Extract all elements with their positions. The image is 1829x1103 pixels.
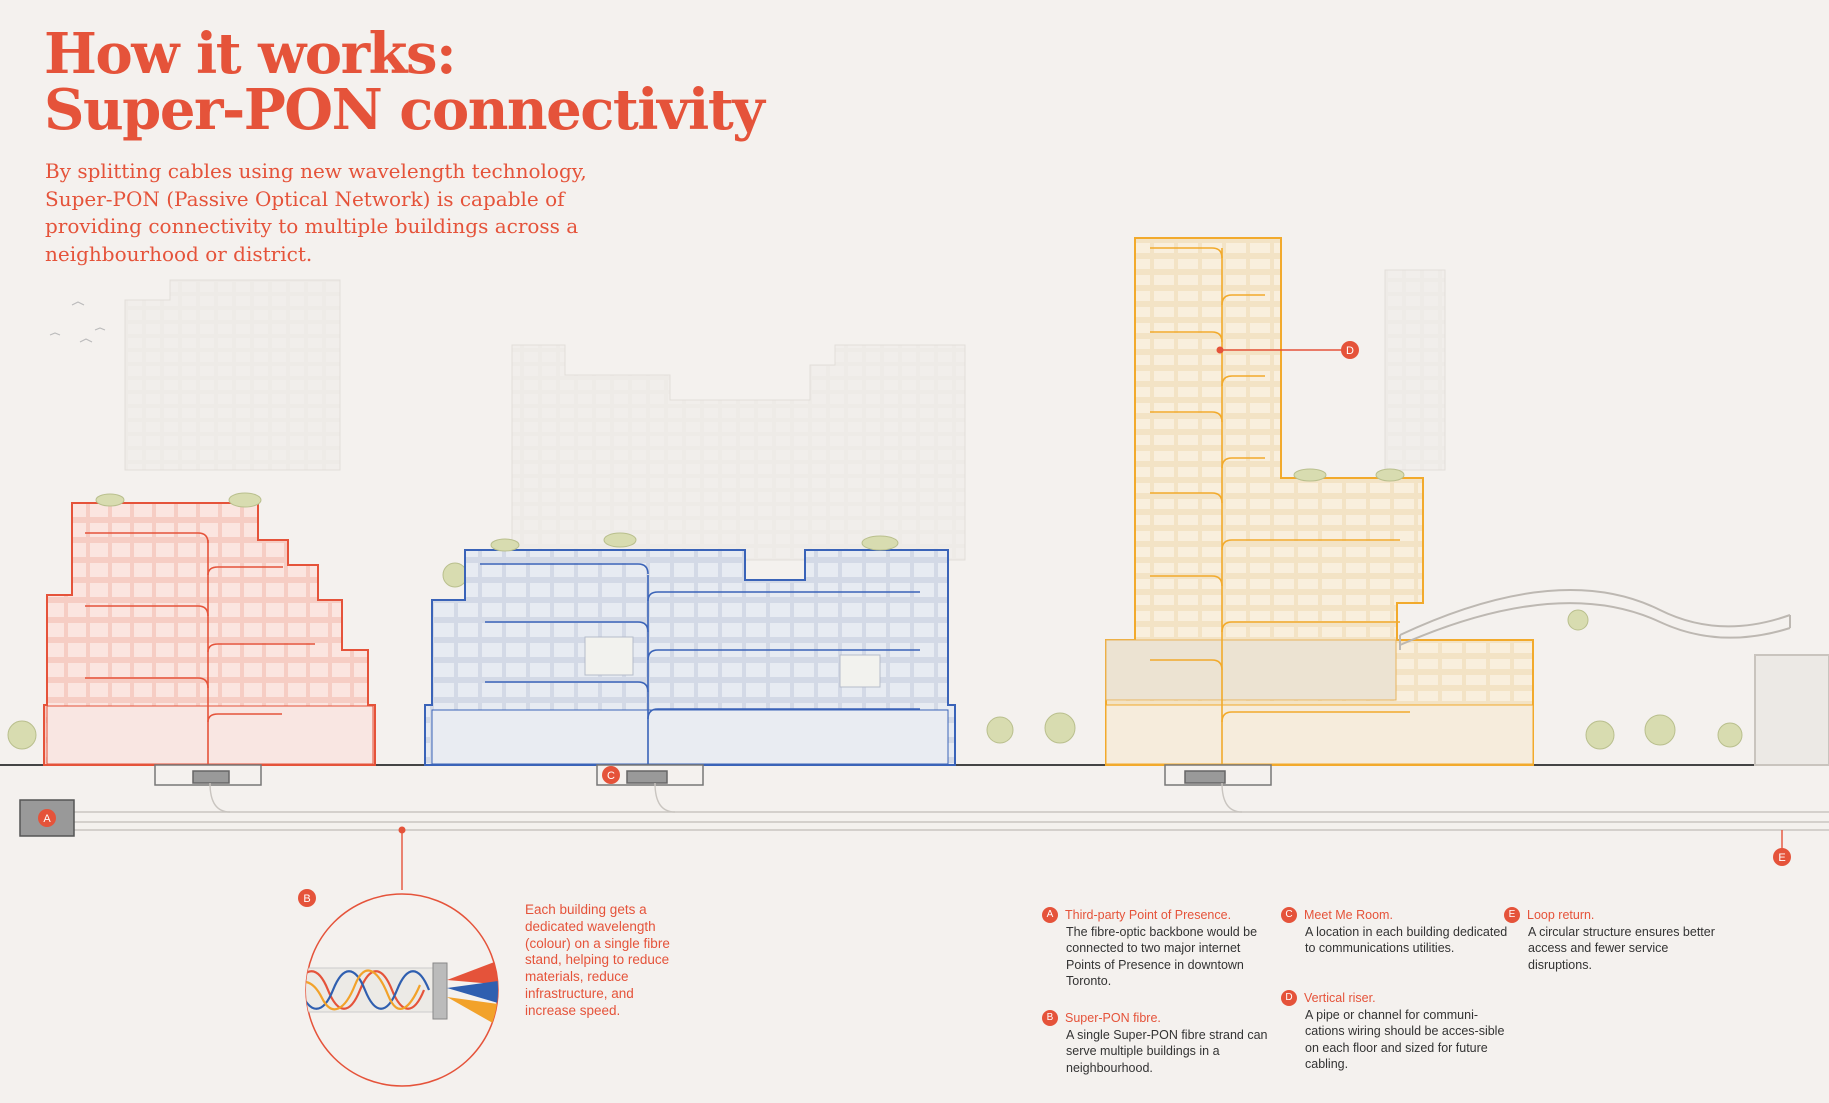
- legend-body-c: A location in each building dedicated to…: [1305, 924, 1508, 956]
- legend-body-a: The fibre-optic backbone would be connec…: [1066, 924, 1258, 989]
- marker-a: A: [38, 809, 56, 827]
- meet-me-rooms: [154, 764, 1272, 786]
- intro-paragraph: By splitting cables using new wavelength…: [45, 159, 587, 266]
- red-building-wiring: [85, 532, 315, 765]
- marker-c: C: [602, 766, 620, 784]
- svg-text:A: A: [43, 813, 51, 825]
- blue-building: [424, 532, 956, 766]
- marker-e: E: [1773, 848, 1791, 866]
- yellow-building: [1105, 237, 1534, 766]
- marker-d: D: [1341, 341, 1359, 359]
- legend-badge-d: D: [1281, 990, 1297, 1007]
- riser-dot: [1216, 346, 1224, 354]
- legend-heading-a: Third-party Point of Presence.: [1065, 908, 1232, 922]
- station-canopy: [1399, 589, 1829, 766]
- red-building: [43, 492, 376, 766]
- legend-item-c: C Meet Me Room. A location in each buildi…: [1281, 907, 1515, 957]
- legend-heading-e: Loop return.: [1527, 908, 1595, 922]
- legend-badge-a: A: [1042, 907, 1058, 924]
- legend-badge-b: B: [1042, 1010, 1058, 1027]
- svg-text:E: E: [1778, 852, 1785, 864]
- legend-body-b: A single Super-PON fibre strand can serv…: [1066, 1027, 1268, 1075]
- title-line-1: How it works:: [44, 21, 457, 87]
- legend-heading-b: Super-PON fibre.: [1065, 1011, 1161, 1025]
- svg-text:D: D: [1346, 345, 1354, 357]
- legend-body-d: A pipe or channel for communi-cations wi…: [1305, 1007, 1505, 1072]
- legend-item-e: E Loop return. A circular structure ensur…: [1504, 907, 1723, 973]
- yellow-building-wiring: [1150, 247, 1410, 765]
- fibre-magnifier: [305, 893, 499, 1087]
- svg-text:C: C: [607, 770, 615, 782]
- background-skyline: [124, 269, 1446, 561]
- legend-body-e: A circular structure ensures better acce…: [1528, 924, 1715, 972]
- legend-badge-e: E: [1504, 907, 1520, 924]
- legend-badge-c: C: [1281, 907, 1297, 924]
- page-title: How it works: Super-PON connectivity: [44, 26, 765, 138]
- blue-building-wiring: [480, 563, 920, 765]
- title-line-2: Super-PON connectivity: [44, 77, 765, 143]
- legend-item-a: A Third-party Point of Presence. The fibr…: [1042, 907, 1276, 990]
- legend-heading-d: Vertical riser.: [1304, 991, 1376, 1005]
- fibre-caption: Each building gets a dedicated wavelengt…: [525, 902, 670, 1018]
- marker-b: B: [298, 889, 316, 907]
- legend-item-b: B Super-PON fibre. A single Super-PON fib…: [1042, 1010, 1276, 1076]
- fibre-network: [74, 782, 1829, 855]
- fibre-leader-dot: [398, 826, 406, 834]
- legend-item-d: D Vertical riser. A pipe or channel for c…: [1281, 990, 1515, 1073]
- birds: [49, 301, 106, 343]
- legend-heading-c: Meet Me Room.: [1304, 908, 1393, 922]
- svg-text:B: B: [303, 893, 310, 905]
